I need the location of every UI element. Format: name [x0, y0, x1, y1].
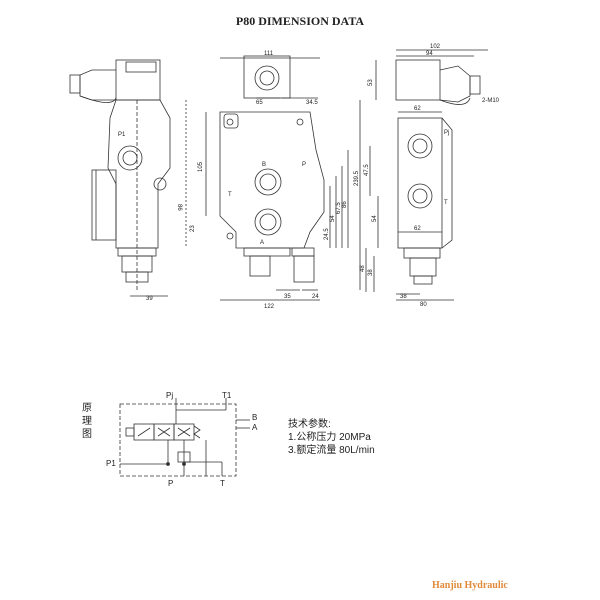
- right-side-view: [359, 49, 488, 301]
- front-dim-35: 35: [284, 294, 291, 300]
- right-dim-62-bottom: 62: [414, 226, 421, 232]
- hydraulic-schematic: [119, 398, 250, 477]
- schematic-side-label: 原 理 图: [82, 402, 92, 441]
- schematic-label-line: 原: [82, 403, 92, 414]
- left-dim-23: 23: [190, 225, 196, 232]
- schematic-port-t: T: [220, 479, 225, 488]
- front-dim-65: 65: [256, 100, 263, 106]
- right-port-t: T: [444, 200, 448, 206]
- front-dim-111: 111: [264, 51, 274, 57]
- front-port-t: T: [228, 192, 232, 198]
- front-dim-122: 122: [264, 304, 275, 310]
- schematic-port-t1: T1: [222, 391, 232, 400]
- right-dim-47-5: 47.5: [364, 164, 370, 176]
- right-dim-239-5: 239.5: [354, 170, 360, 186]
- front-dim-67-5: 67.5: [336, 202, 342, 214]
- front-port-b: B: [262, 162, 266, 168]
- front-dim-34-5: 34.5: [306, 100, 318, 106]
- left-dim-39: 39: [146, 296, 153, 302]
- front-dim-54: 54: [330, 215, 336, 222]
- front-view: [205, 55, 349, 301]
- front-dim-105: 105: [198, 161, 204, 172]
- specs-pressure: 1.公称压力 20MPa: [288, 432, 371, 443]
- left-side-view: [69, 59, 187, 297]
- specs-flow: 3.额定流量 80L/min: [288, 445, 375, 456]
- schematic-port-p: P: [168, 479, 173, 488]
- right-dim-102: 102: [430, 44, 441, 50]
- front-dim-24: 24: [312, 294, 319, 300]
- schematic-port-p1: P1: [106, 459, 116, 468]
- right-dim-62-top: 62: [414, 106, 421, 112]
- schematic-label-line: 理: [82, 416, 92, 427]
- right-dim-48: 48: [360, 265, 366, 272]
- schematic-port-b: B: [252, 413, 257, 422]
- right-dim-m10: 2-M10: [482, 98, 500, 104]
- left-port-p1: P1: [118, 132, 126, 138]
- page-title: P80 DIMENSION DATA: [235, 14, 365, 28]
- right-dim-54: 54: [372, 215, 378, 222]
- front-port-a: A: [260, 240, 264, 246]
- front-dim-86: 86: [342, 201, 348, 208]
- left-dim-86: 86: [176, 204, 182, 211]
- right-port-pj: Pj: [444, 130, 449, 136]
- schematic-label-line: 图: [82, 429, 92, 440]
- schematic-port-a: A: [252, 423, 258, 432]
- right-dim-38-side: 38: [368, 269, 374, 276]
- specs-heading: 技术参数:: [288, 419, 331, 430]
- right-dim-53: 53: [368, 79, 374, 86]
- right-dim-94: 94: [426, 51, 433, 57]
- right-dim-80: 80: [420, 302, 427, 308]
- brand-label: Hanjiu Hydraulic: [432, 580, 508, 591]
- right-dim-38: 38: [400, 294, 407, 300]
- technical-specs: 技术参数: 1.公称压力 20MPa 3.额定流量 80L/min: [288, 418, 375, 457]
- schematic-port-pj: Pj: [166, 391, 173, 400]
- front-dim-24-5: 24.5: [324, 228, 330, 240]
- front-port-p: P: [302, 162, 306, 168]
